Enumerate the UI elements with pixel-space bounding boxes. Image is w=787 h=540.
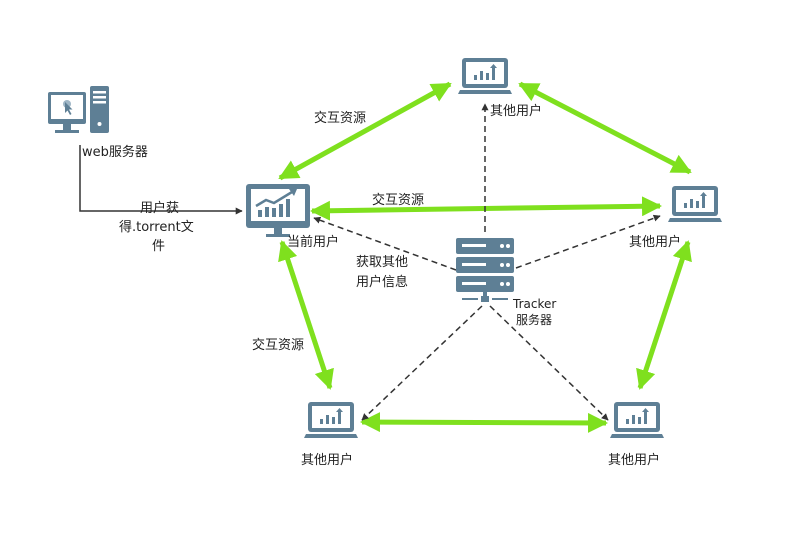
other-user-bottomright-laptop-icon — [610, 402, 664, 438]
exchange-label-top-left: 交互资源 — [314, 110, 366, 126]
get-peers-label-line1: 获取其他 — [356, 255, 408, 270]
other-user-bottomleft-laptop-icon — [304, 402, 358, 438]
tracker-server-icon — [456, 238, 514, 302]
arrow-bottomleft-to-bottomright — [360, 412, 608, 433]
tracker-to-bottomright — [489, 305, 609, 421]
get-torrent-label-line1: 用户获 — [140, 200, 179, 216]
arrow-current-to-bottomleft — [278, 240, 334, 390]
tracker-to-bottomleft — [361, 305, 483, 421]
other-user-top-label: 其他用户 — [490, 103, 542, 119]
arrow-current-to-right — [310, 196, 662, 221]
arrow-current-to-top — [278, 81, 452, 181]
torrent-download-arrow — [79, 145, 243, 215]
web-server-icon — [48, 86, 109, 133]
tracker-label-line2: 服务器 — [516, 312, 552, 327]
web-server-label: web服务器 — [82, 144, 148, 160]
tracker-to-current — [313, 216, 457, 271]
other-user-bottomright-label: 其他用户 — [608, 452, 660, 468]
tracker-label-line1: Tracker — [512, 297, 556, 311]
exchange-label-left: 交互资源 — [252, 337, 304, 353]
other-user-top-laptop-icon — [458, 58, 512, 94]
arrow-top-to-right — [518, 81, 692, 175]
other-user-right-label: 其他用户 — [629, 234, 681, 250]
get-peers-label-line2: 用户信息 — [356, 274, 408, 290]
get-torrent-label-line3: 件 — [152, 239, 165, 254]
tracker-to-right — [515, 214, 661, 269]
other-user-right-laptop-icon — [668, 186, 722, 222]
current-user-label: 当前用户 — [287, 234, 339, 250]
get-torrent-label-line2: 得.torrent文 — [119, 219, 194, 235]
arrow-right-to-bottomright — [636, 240, 692, 390]
tracker-links — [313, 103, 661, 421]
current-user-monitor-icon — [246, 184, 310, 237]
exchange-label-middle: 交互资源 — [372, 192, 424, 208]
exchange-arrows — [278, 81, 692, 433]
other-user-bottomleft-label: 其他用户 — [301, 452, 353, 468]
